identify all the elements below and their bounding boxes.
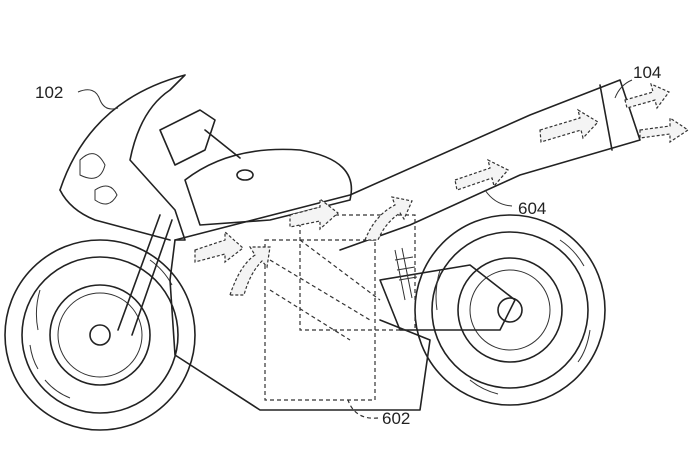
fairing [59, 74, 431, 411]
leader-604 [484, 189, 513, 207]
label-104: 104 [633, 63, 661, 82]
rear-wheel [414, 214, 606, 406]
leader-602 [347, 399, 379, 419]
fuel-tank [184, 148, 353, 226]
airflow-arrows [194, 82, 690, 296]
intake-region-box [264, 239, 376, 401]
swingarm [379, 264, 516, 331]
tail-duct [174, 79, 641, 251]
handlebar [159, 109, 241, 166]
label-102: 102 [35, 83, 63, 102]
leader-102 [77, 89, 119, 110]
label-604: 604 [518, 199, 546, 218]
front-wheel [4, 239, 196, 431]
label-602: 602 [382, 409, 410, 428]
leader-104 [614, 79, 633, 99]
